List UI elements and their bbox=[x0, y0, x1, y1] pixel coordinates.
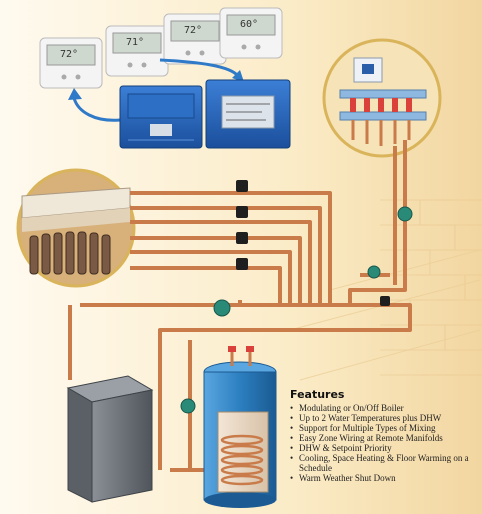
thermostat-3-reading: 72° bbox=[184, 25, 203, 36]
feature-item: DHW & Setpoint Priority bbox=[290, 443, 478, 453]
thermostat-4 bbox=[219, 7, 283, 59]
feature-item: Modulating or On/Off Boiler bbox=[290, 403, 478, 413]
feature-item: Easy Zone Wiring at Remote Manifolds bbox=[290, 433, 478, 443]
thermostat-4-reading: 60° bbox=[240, 19, 259, 30]
features-list: Modulating or On/Off Boiler Up to 2 Wate… bbox=[290, 403, 478, 483]
thermostat-1-reading: 72° bbox=[60, 49, 79, 60]
feature-item: Cooling, Space Heating & Floor Warming o… bbox=[290, 453, 478, 473]
features-title: Features bbox=[290, 388, 345, 401]
circulator-pumps bbox=[180, 206, 413, 414]
radiator-inset bbox=[16, 168, 136, 288]
features-panel: Features Modulating or On/Off Boiler Up … bbox=[290, 388, 478, 483]
boiler bbox=[66, 375, 154, 503]
thermostat-2 bbox=[105, 25, 169, 77]
water-heater-tank bbox=[203, 346, 277, 508]
arrow-head-left bbox=[68, 88, 82, 100]
arrow-to-control bbox=[159, 58, 240, 78]
thermostat-1 bbox=[39, 37, 103, 89]
manifold-inset bbox=[322, 38, 442, 158]
zone-control-box-2 bbox=[205, 79, 291, 149]
zone-control-box-1 bbox=[119, 85, 203, 149]
feature-item: Support for Multiple Types of Mixing bbox=[290, 423, 478, 433]
zone-valves bbox=[236, 180, 390, 306]
thermostat-2-reading: 71° bbox=[126, 37, 145, 48]
feature-item: Warm Weather Shut Down bbox=[290, 473, 478, 483]
feature-item: Up to 2 Water Temperatures plus DHW bbox=[290, 413, 478, 423]
arrow-to-thermostats bbox=[72, 97, 121, 122]
arrow-head-right bbox=[232, 70, 244, 82]
thermostat-3 bbox=[163, 13, 227, 65]
